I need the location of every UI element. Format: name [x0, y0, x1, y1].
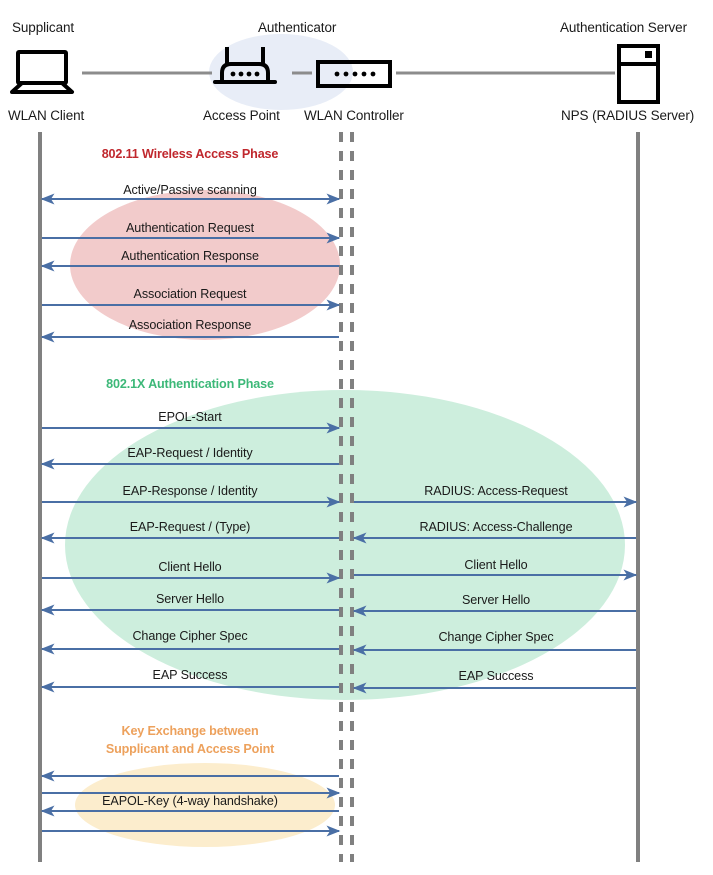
- authenticator-group-blob: [209, 34, 353, 110]
- phase-label-key-line1: Key Exchange between: [121, 724, 259, 738]
- message-label-client-hello-right: Client Hello: [464, 558, 528, 572]
- phase-label-key-line2: Supplicant and Access Point: [105, 742, 275, 756]
- message-label-eap-success-right: EAP Success: [458, 669, 534, 683]
- wlan-controller-icon: [316, 60, 392, 88]
- message-label-eap-request-type: EAP-Request / (Type): [129, 520, 251, 534]
- phase-label-wifi: 802.11 Wireless Access Phase: [101, 147, 279, 161]
- actor-role-supplicant: Supplicant: [12, 20, 75, 35]
- wireless-router-icon: [213, 47, 277, 84]
- actor-device-wlan-client: WLAN Client: [8, 108, 85, 123]
- message-label-eap-request-identity: EAP-Request / Identity: [127, 446, 253, 460]
- actor-role-authentication-server: Authentication Server: [560, 20, 687, 35]
- message-label-association-response: Association Response: [128, 318, 252, 332]
- message-label-change-cipher-spec-right: Change Cipher Spec: [438, 630, 554, 644]
- key-phase-ellipse: [75, 763, 335, 847]
- message-label-active-passive-scanning: Active/Passive scanning: [123, 183, 257, 197]
- message-label-epol-start: EPOL-Start: [158, 410, 222, 424]
- message-label-client-hello-left: Client Hello: [158, 560, 222, 574]
- message-label-association-request: Association Request: [133, 287, 247, 301]
- message-label-eap-success-left: EAP Success: [152, 668, 228, 682]
- message-label-eapol-key-4way-handshake: EAPOL-Key (4-way handshake): [102, 794, 278, 808]
- message-label-eap-response-identity: EAP-Response / Identity: [122, 484, 258, 498]
- actor-device-access-point: Access Point: [203, 108, 280, 123]
- dot1x-phase-ellipse: [65, 390, 625, 700]
- phase-label-key-exchange: Key Exchange between Supplicant and Acce…: [40, 722, 340, 758]
- message-label-server-hello-right: Server Hello: [461, 593, 531, 607]
- phase-label-dot1x: 802.1X Authentication Phase: [106, 377, 274, 391]
- message-label-radius-access-request: RADIUS: Access-Request: [424, 484, 568, 498]
- message-label-authentication-response: Authentication Response: [121, 249, 259, 263]
- laptop-icon: [10, 50, 74, 94]
- message-label-radius-access-challenge: RADIUS: Access-Challenge: [419, 520, 573, 534]
- message-label-change-cipher-spec-left: Change Cipher Spec: [132, 629, 248, 643]
- server-icon: [617, 44, 660, 104]
- actor-role-authenticator: Authenticator: [258, 20, 337, 35]
- actor-device-wlan-controller: WLAN Controller: [304, 108, 404, 123]
- actor-device-nps-radius-server: NPS (RADIUS Server): [561, 108, 695, 123]
- message-label-server-hello-left: Server Hello: [155, 592, 225, 606]
- message-label-authentication-request: Authentication Request: [125, 221, 255, 235]
